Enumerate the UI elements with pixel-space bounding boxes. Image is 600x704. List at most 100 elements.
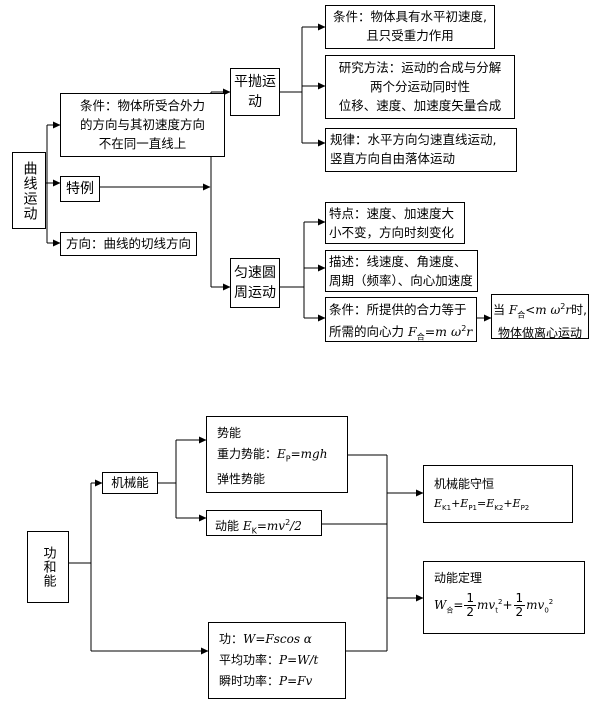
projectile-motion-box: 平抛运动: [230, 68, 280, 116]
projectile-condition-box: 条件：物体具有水平初速度, 且只受重力作用: [325, 5, 495, 49]
fraction-1-denominator: 2: [466, 605, 475, 619]
projectile-law-box: 规律：水平方向匀速直线运动, 竖直方向自由落体运动: [325, 128, 517, 172]
theorem-plus: +: [502, 598, 513, 612]
conservation-box: 机械能守恒 EK1+EP1=EK2+EP2: [423, 465, 573, 523]
instant-power-line: 瞬时功率：P=Fv: [219, 671, 335, 692]
projectile-condition-line-2: 且只受重力作用: [366, 28, 454, 43]
work-energy-root: 功和能: [27, 531, 69, 603]
special-label: 特例: [66, 181, 94, 197]
p2-subscript: P2: [520, 504, 530, 513]
centrifugal-force-symbol: F: [508, 303, 518, 317]
inst-eq: P=Fv: [279, 674, 313, 688]
conservation-title: 机械能守恒: [434, 477, 495, 491]
projectile-method-line-2: 两个分运动同时性: [369, 79, 470, 94]
circular-label: 匀速圆周运动: [234, 265, 276, 301]
potential-energy-box: 势能 重力势能：EP=mgh 弹性势能: [206, 416, 348, 493]
kinetic-eq: =mv: [256, 519, 286, 533]
circular-feature-line-1: 特点：速度、加速度大: [329, 206, 455, 221]
circular-description-box: 描述：线速度、角速度、 周期（频率）、向心加速度: [325, 250, 478, 292]
projectile-label: 平抛运动: [234, 74, 276, 110]
centrifugal-relation: <m ω: [525, 303, 561, 317]
mechanical-label: 机械能: [111, 475, 149, 490]
work-line: 功：W=Fscos α: [219, 629, 335, 650]
theorem-equals: =: [453, 598, 464, 612]
p1-subscript: P1: [468, 504, 478, 513]
gravity-eq: =mgh: [290, 447, 328, 461]
gravity-potential-line: 重力势能：EP=mgh: [217, 444, 337, 469]
work-prefix: 功：: [219, 632, 244, 646]
ep-symbol: E: [277, 447, 286, 461]
projectile-condition-line-1: 条件：物体具有水平初速度,: [333, 9, 487, 24]
centrifugal-prefix: 当: [493, 303, 506, 317]
mechanical-energy-box: 机械能: [102, 472, 158, 494]
force-symbol: F: [408, 324, 417, 340]
direction-label: 方向：曲线的切线方向: [65, 236, 191, 251]
circular-feature-line-2: 小不变，方向时刻变化: [329, 225, 455, 240]
k2-subscript: K2: [494, 504, 504, 513]
initial-square: 2: [548, 598, 554, 606]
projectile-law-line-1: 规律：水平方向匀速直线运动,: [330, 132, 497, 147]
force-subscript: 合: [416, 332, 425, 342]
mv-initial: mv: [526, 598, 545, 612]
potential-title: 势能: [217, 426, 242, 440]
circular-condition-line-1: 条件：所提供的合力等于: [329, 302, 467, 317]
gravity-prefix: 重力势能：: [217, 447, 278, 461]
kinetic-tail: /2: [290, 519, 302, 533]
centrifugal-suffix: 时,: [571, 303, 587, 317]
e-p2-symbol: E: [512, 497, 521, 510]
work-symbol: W: [434, 598, 447, 612]
projectile-law-line-2: 竖直方向自由落体运动: [330, 151, 456, 166]
theorem-title: 动能定理: [434, 571, 483, 585]
kinetic-exponent: 2: [285, 518, 291, 527]
avg-prefix: 平均功率：: [219, 653, 280, 667]
equals-sign: =: [477, 497, 487, 510]
plus-sign-2: +: [503, 497, 513, 510]
circular-description-line-1: 描述：线速度、角速度、: [329, 254, 467, 269]
work-power-box: 功：W=Fscos α 平均功率：P=W/t 瞬时功率：P=Fv: [208, 622, 346, 699]
energy-root-label: 功和能: [40, 546, 56, 588]
condition-box: 条件：物体所受合外力 的方向与其初速度方向 不在同一直线上: [60, 93, 225, 157]
work-eq: W=Fscos α: [243, 632, 312, 646]
kinetic-energy-box: 动能 EK=mv2/2: [206, 510, 322, 536]
circular-condition-box: 条件：所提供的合力等于 所需的向心力 F合=m ω2r: [325, 297, 477, 342]
special-case-box: 特例: [60, 176, 100, 202]
centrifugal-exponent: 2: [560, 302, 566, 311]
centrifugal-radius: r: [565, 303, 572, 317]
average-power-line: 平均功率：P=W/t: [219, 650, 335, 671]
radius-symbol: r: [466, 324, 473, 340]
kinetic-prefix: 动能: [215, 519, 240, 533]
conservation-formula: EK1+EP1=EK2+EP2: [434, 494, 562, 518]
centrifugal-box: 当 F合<m ω2r时, 物体做离心运动: [491, 294, 589, 340]
condition-line-1: 条件：物体所受合外力: [79, 98, 205, 113]
k1-subscript: K1: [442, 504, 452, 513]
avg-eq: P=W/t: [279, 653, 319, 667]
centrifugal-force-subscript: 合: [517, 310, 526, 320]
projectile-method-box: 研究方法：运动的合成与分解 两个分运动同时性 位移、速度、加速度矢量合成: [325, 55, 515, 119]
ek-subscript: K: [251, 526, 257, 536]
mv-final: mv: [477, 598, 496, 612]
condition-line-2: 的方向与其初速度方向: [79, 117, 205, 132]
circular-condition-prefix: 所需的向心力: [329, 324, 405, 340]
fraction-2-numerator: 1: [513, 591, 526, 606]
direction-box: 方向：曲线的切线方向: [60, 232, 197, 256]
final-square: 2: [497, 598, 503, 606]
centrifugal-line-2: 物体做离心运动: [497, 326, 582, 341]
uniform-circular-motion-box: 匀速圆周运动: [230, 258, 280, 308]
initial-subscript: 0: [544, 606, 549, 615]
inst-prefix: 瞬时功率：: [219, 674, 280, 688]
final-subscript: t: [495, 606, 498, 615]
circular-feature-box: 特点：速度、加速度大 小不变，方向时刻变化: [325, 202, 465, 244]
fraction-2-denominator: 2: [515, 605, 524, 619]
e-p1-symbol: E: [460, 497, 469, 510]
centrifugal-line-1: 当 F合<m ω2r时,: [493, 297, 587, 324]
ek-symbol: E: [242, 519, 252, 533]
root-label: 曲线运动: [21, 160, 38, 221]
projectile-method-line-3: 位移、速度、加速度矢量合成: [338, 98, 502, 113]
e-k1-symbol: E: [434, 497, 443, 510]
plus-sign-1: +: [451, 497, 461, 510]
centripetal-eq: =m ω: [424, 324, 462, 340]
